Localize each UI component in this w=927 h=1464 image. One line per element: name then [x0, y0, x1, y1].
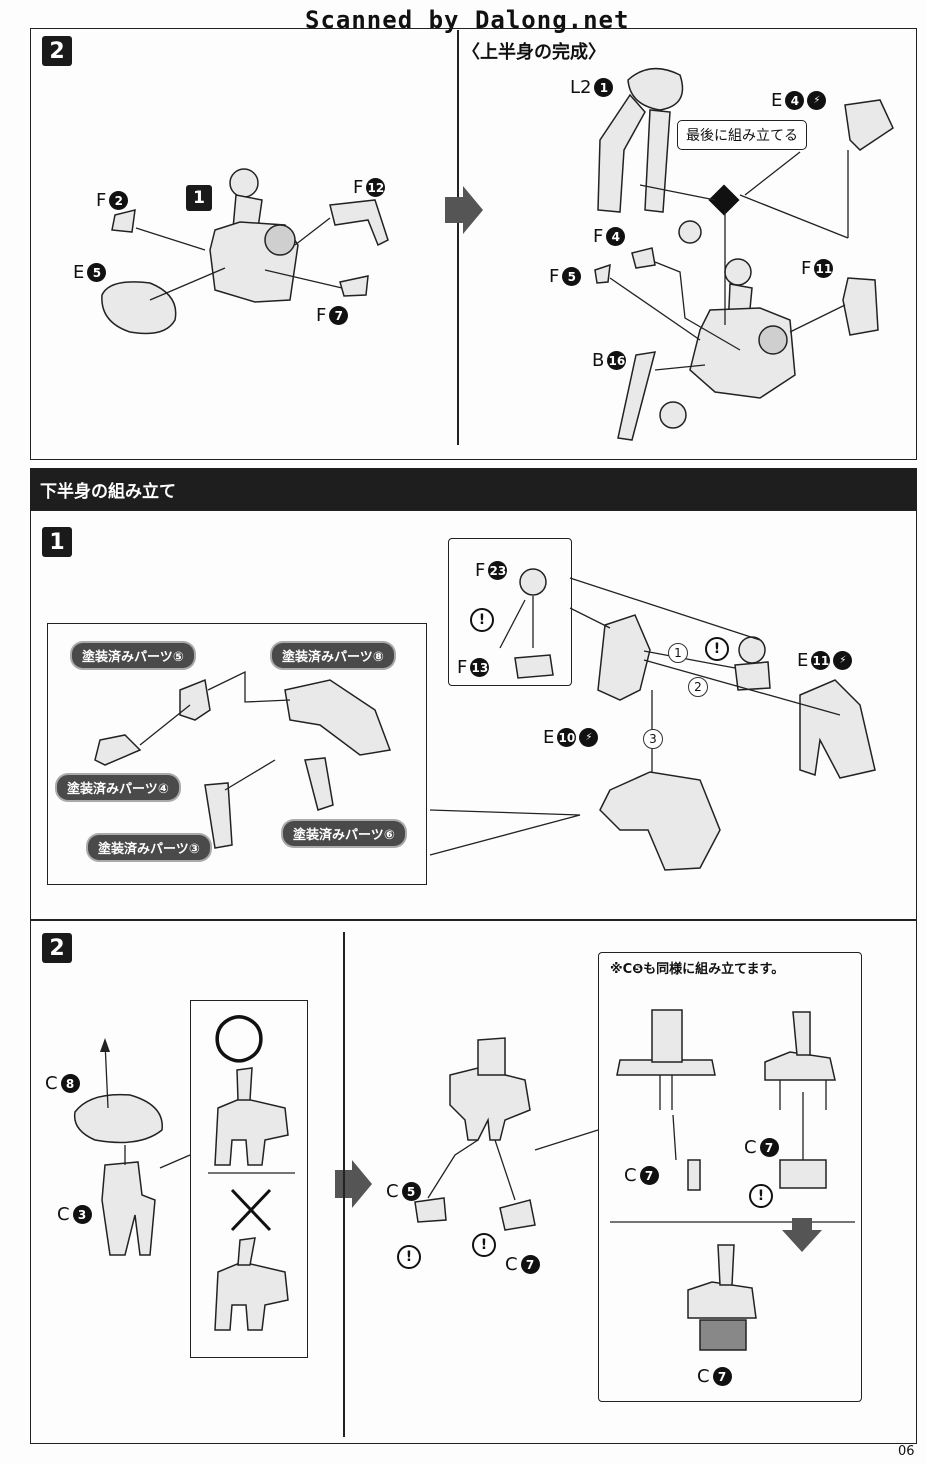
- painted-parts-box: [47, 623, 427, 885]
- callout-assemble-last: 最後に組み立てる: [677, 120, 807, 150]
- painted-part-8: 塗装済みパーツ⑧: [272, 643, 394, 668]
- c5-note-box: [598, 952, 862, 1402]
- upper-left-assembly-art: [101, 168, 389, 335]
- order-marker-3: 3: [643, 729, 663, 749]
- lower-step2-art: [73, 1009, 855, 1351]
- painted-part-5: 塗装済みパーツ⑤: [72, 643, 194, 668]
- painted-part-4: 塗装済みパーツ④: [57, 775, 179, 800]
- orientation-check-box: [190, 1000, 308, 1358]
- caution-icon: !: [470, 608, 494, 632]
- caution-icon: !: [749, 1184, 773, 1208]
- page-number: 06: [898, 1444, 915, 1459]
- correct-mark: ○: [212, 997, 267, 1070]
- c5-note: ※C❺も同様に組み立てます。: [610, 962, 785, 977]
- lower-step1-number: 1: [42, 527, 72, 557]
- lower-step1-art: [94, 568, 876, 871]
- caution-icon: !: [397, 1245, 421, 1269]
- step2-divider: [343, 932, 345, 1437]
- order-marker-2: 2: [688, 677, 708, 697]
- caution-icon: !: [472, 1233, 496, 1257]
- caution-icon: !: [705, 637, 729, 661]
- watermark: Scanned by Dalong.net: [305, 6, 630, 34]
- painted-part-3: 塗装済みパーツ③: [88, 835, 210, 860]
- upper-divider: [457, 30, 459, 445]
- section-title-bar: 下半身の組み立て: [30, 468, 917, 510]
- sub-assembly-badge: 1: [186, 185, 212, 211]
- lower-step2-frame: [30, 920, 917, 1444]
- completion-title: 〈上半身の完成〉: [462, 42, 606, 63]
- painted-part-6: 塗装済みパーツ⑥: [283, 821, 405, 846]
- ball-joint-inset: [448, 538, 572, 686]
- upper-step-number: 2: [42, 36, 72, 66]
- upper-right-assembly-art: [594, 67, 894, 441]
- lower-step1-frame: [30, 510, 917, 920]
- wrong-mark: ×: [228, 1186, 272, 1246]
- order-marker-1: 1: [668, 643, 688, 663]
- upper-next-arrow: [445, 186, 483, 234]
- upper-step-frame: [30, 28, 917, 460]
- lower-step2-number: 2: [42, 933, 72, 963]
